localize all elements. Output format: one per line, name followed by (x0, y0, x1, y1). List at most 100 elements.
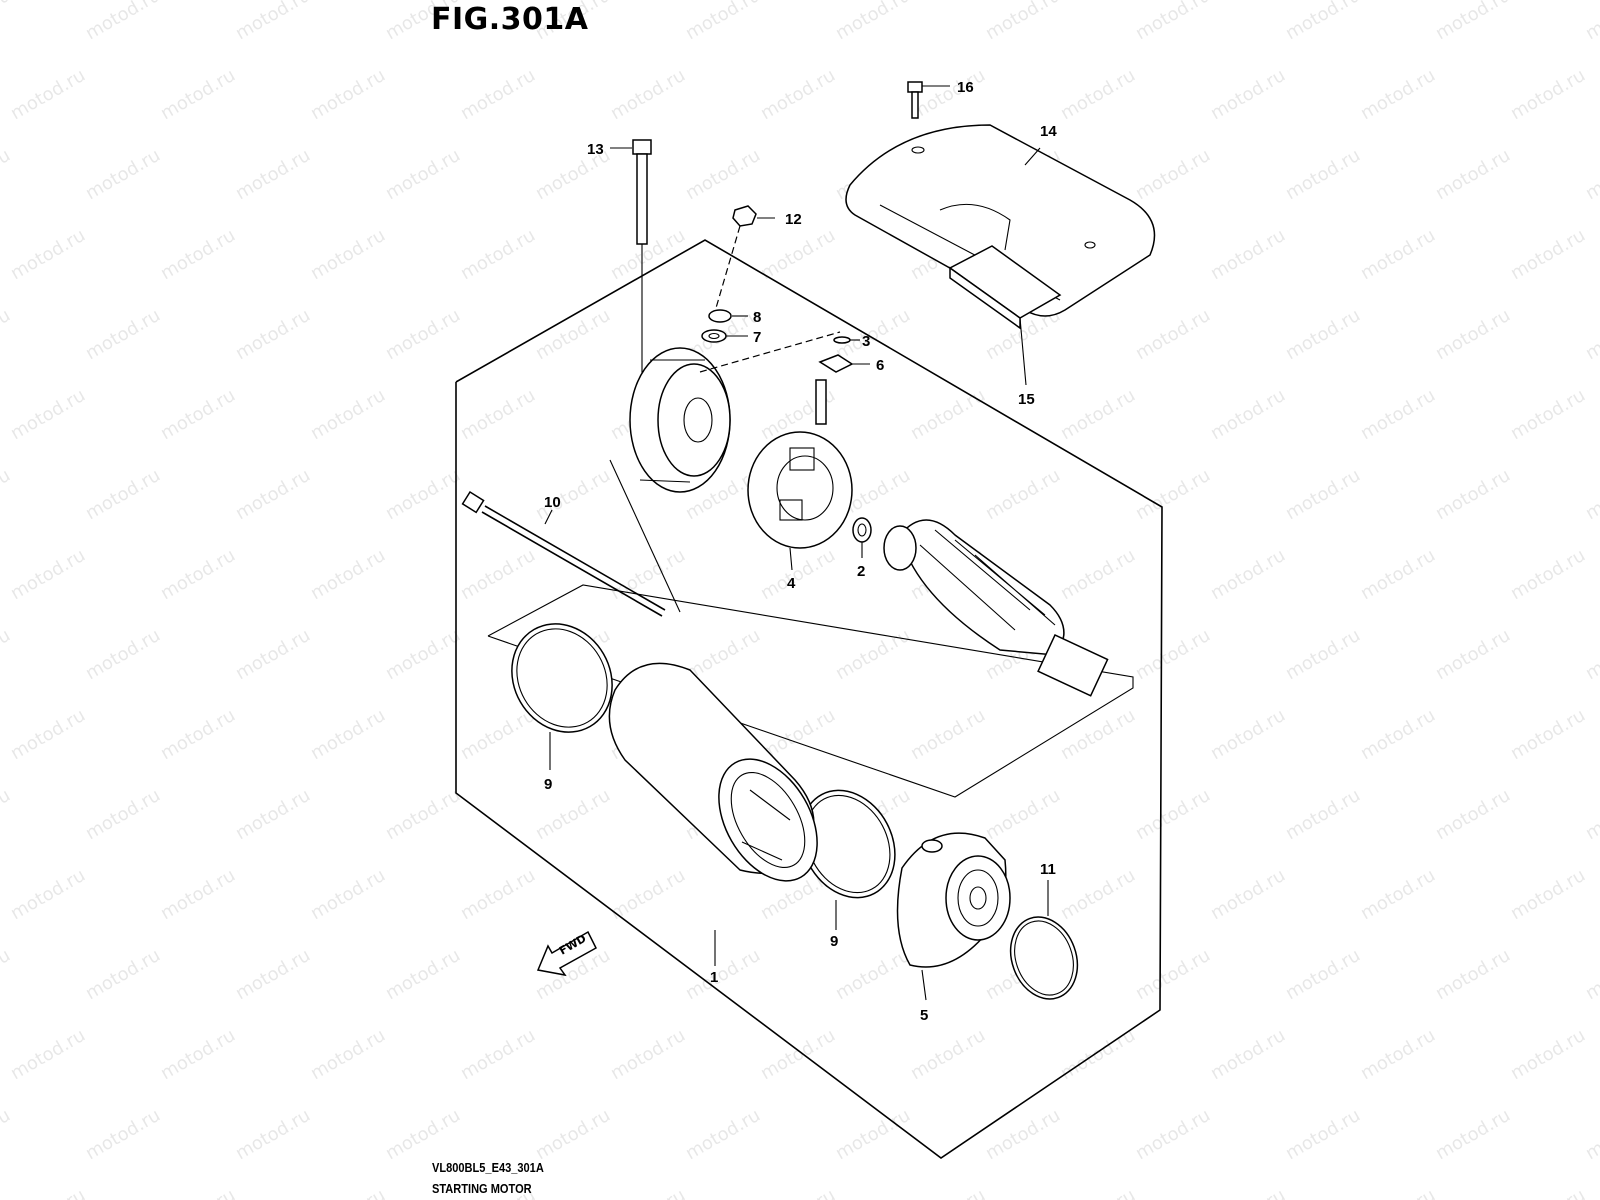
watermark-text: motod.ru (1432, 945, 1514, 1004)
watermark-text: motod.ru (7, 705, 89, 764)
watermark-text: motod.ru (7, 225, 89, 284)
watermark-text: motod.ru (1582, 1105, 1600, 1164)
watermark-text: motod.ru (1432, 785, 1514, 844)
watermark-text: motod.ru (1282, 0, 1364, 44)
watermark-text: motod.ru (232, 465, 314, 524)
callout-6: 6 (876, 357, 884, 374)
watermark-text: motod.ru (1057, 865, 1139, 924)
watermark-text: motod.ru (232, 305, 314, 364)
watermark-text: motod.ru (1282, 465, 1364, 524)
part-3-clip[interactable] (833, 336, 851, 344)
watermark-text: motod.ru (982, 465, 1064, 524)
watermark-text: motod.ru (0, 465, 14, 524)
watermark-text: motod.ru (7, 1185, 89, 1200)
watermark-text: motod.ru (307, 65, 389, 124)
watermark-text: motod.ru (907, 385, 989, 444)
watermark-text: motod.ru (1507, 65, 1589, 124)
watermark-text: motod.ru (1357, 225, 1439, 284)
watermark-text: motod.ru (607, 1025, 689, 1084)
watermark-text: motod.ru (82, 945, 164, 1004)
watermark-text: motod.ru (82, 145, 164, 204)
watermark-text: motod.ru (682, 145, 764, 204)
watermark-text: motod.ru (307, 1185, 389, 1200)
watermark-text: motod.ru (1207, 225, 1289, 284)
watermark-text: motod.ru (907, 65, 989, 124)
watermark-text: motod.ru (757, 545, 839, 604)
callout-10: 10 (544, 494, 561, 511)
part-2-washer[interactable] (852, 517, 872, 543)
watermark-text: motod.ru (1057, 385, 1139, 444)
watermark-text: motod.ru (1282, 145, 1364, 204)
watermark-text: motod.ru (1282, 1105, 1364, 1164)
part-9-o-ring-left[interactable] (492, 606, 631, 751)
brush-end-housing[interactable] (629, 347, 731, 493)
part-14-cover[interactable] (845, 124, 1156, 317)
watermark-text: motod.ru (907, 1025, 989, 1084)
watermark-text: motod.ru (232, 0, 314, 44)
watermark-text: motod.ru (1582, 945, 1600, 1004)
part-12-nut[interactable] (732, 205, 757, 227)
watermark-text: motod.ru (1132, 145, 1214, 204)
watermark-text: motod.ru (82, 465, 164, 524)
fwd-arrow: FWD (536, 930, 597, 977)
watermark-text: motod.ru (382, 945, 464, 1004)
watermark-text: motod.ru (232, 945, 314, 1004)
armature[interactable] (883, 519, 1109, 697)
watermark-text: motod.ru (1207, 545, 1289, 604)
watermark-text: motod.ru (1507, 545, 1589, 604)
callout-7: 7 (753, 329, 761, 346)
watermark-text: motod.ru (307, 385, 389, 444)
watermark-text: motod.ru (157, 865, 239, 924)
watermark-text: motod.ru (232, 785, 314, 844)
watermark-text: motod.ru (1357, 545, 1439, 604)
watermark-text: motod.ru (382, 465, 464, 524)
watermark-text: motod.ru (1432, 465, 1514, 524)
watermark-text: motod.ru (382, 625, 464, 684)
callout-3: 3 (862, 333, 870, 350)
watermark-text: motod.ru (0, 145, 14, 204)
part-15-pad[interactable] (948, 245, 1062, 330)
watermark-text: motod.ru (0, 945, 14, 1004)
part-16-bolt[interactable] (907, 81, 923, 119)
watermark-text: motod.ru (907, 1185, 989, 1200)
part-10-through-bolt[interactable] (461, 490, 666, 617)
callout-16: 16 (957, 79, 974, 96)
figure-code: VL800BL5_E43_301A (432, 1160, 544, 1175)
watermark-text: motod.ru (157, 65, 239, 124)
watermark-text: motod.ru (1132, 785, 1214, 844)
part-13-bolt[interactable] (632, 139, 652, 395)
watermark-text: motod.ru (532, 1105, 614, 1164)
watermark-text: motod.ru (1357, 705, 1439, 764)
callout-14: 14 (1040, 123, 1057, 140)
watermark-text: motod.ru (1057, 705, 1139, 764)
part-7-washer[interactable] (701, 329, 727, 343)
part-5-drive-housing[interactable] (896, 832, 1011, 968)
watermark-text: motod.ru (157, 225, 239, 284)
watermark-text: motod.ru (532, 305, 614, 364)
assembly-frame (455, 239, 1163, 1159)
watermark-text: motod.ru (1432, 0, 1514, 44)
watermark-text: motod.ru (82, 305, 164, 364)
watermark-text: motod.ru (7, 865, 89, 924)
callout-12: 12 (785, 211, 802, 228)
watermark-text: motod.ru (1132, 1105, 1214, 1164)
part-11-ring[interactable] (1000, 908, 1089, 1009)
watermark-text: motod.ru (457, 545, 539, 604)
watermark-text: motod.ru (457, 65, 539, 124)
watermark-text: motod.ru (0, 1105, 14, 1164)
part-8-nut[interactable] (708, 309, 732, 323)
watermark-text: motod.ru (1057, 1025, 1139, 1084)
watermark-text: motod.ru (1132, 305, 1214, 364)
part-4-brush-holder[interactable] (747, 379, 853, 549)
callout-9-right: 9 (830, 933, 838, 950)
watermark-text: motod.ru (907, 705, 989, 764)
watermark-text: motod.ru (682, 945, 764, 1004)
watermark-text: motod.ru (1282, 945, 1364, 1004)
watermark-text: motod.ru (157, 1185, 239, 1200)
watermark-text: motod.ru (607, 1185, 689, 1200)
watermark-text: motod.ru (0, 785, 14, 844)
watermark-text: motod.ru (682, 0, 764, 44)
yoke[interactable] (608, 662, 837, 898)
